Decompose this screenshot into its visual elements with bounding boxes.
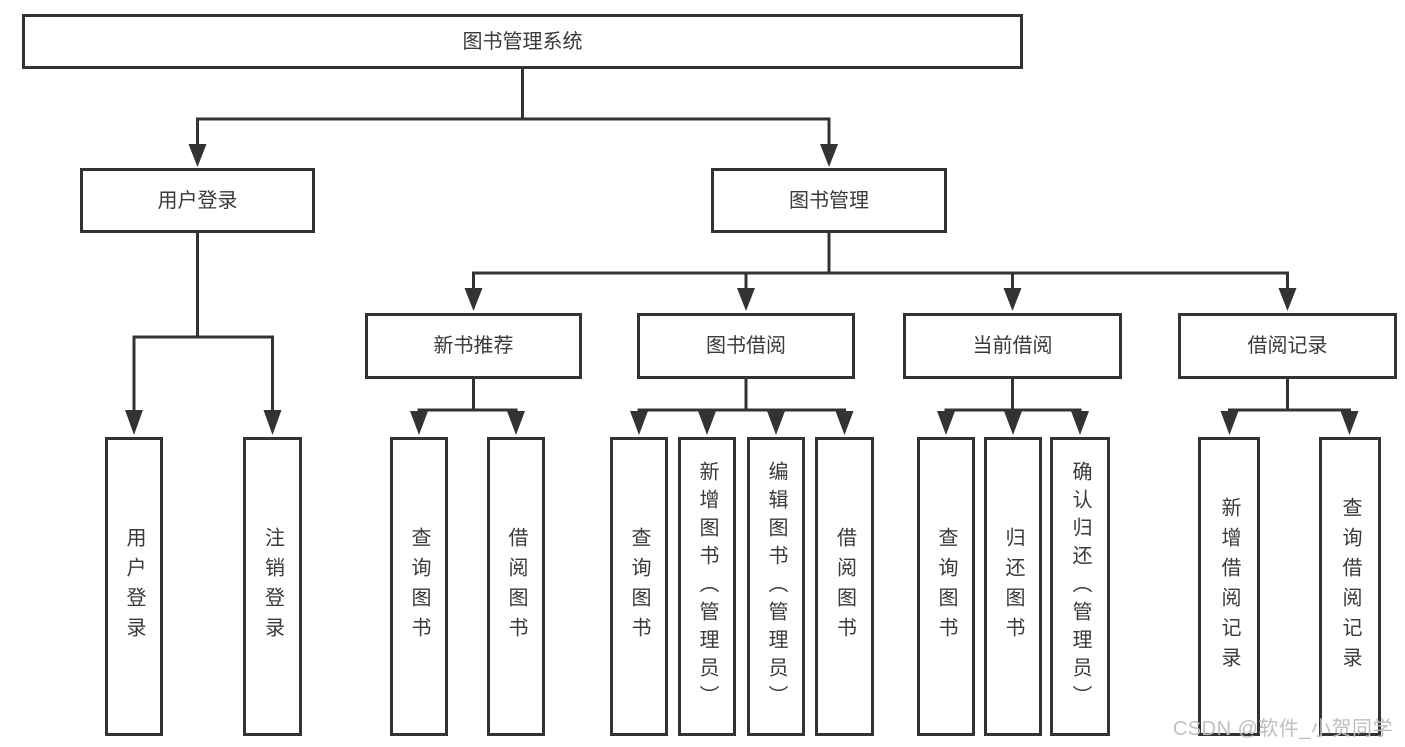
leaf-current-return-books: 归还图书 [984, 437, 1042, 736]
node-book-management: 图书管理 [711, 168, 947, 233]
node-book-borrowing: 图书借阅 [637, 313, 855, 379]
leaf-newbooks-borrow-books: 借阅图书 [487, 437, 545, 736]
node-borrowing-records: 借阅记录 [1178, 313, 1397, 379]
node-root-library-system: 图书管理系统 [22, 14, 1023, 69]
connector-root-to-level2 [188, 64, 838, 167]
connector-borrow-records-to-leaves [1220, 375, 1359, 435]
leaf-borrowing-edit-books-admin: 编辑图书（管理员） [747, 437, 805, 736]
leaf-logout: 注销登录 [243, 437, 302, 736]
leaf-borrowing-query-books: 查询图书 [610, 437, 668, 736]
leaf-user-login: 用户登录 [105, 437, 163, 736]
csdn-watermark: CSDN @软件_小贺同学 [1172, 718, 1393, 740]
connector-user-login-to-leaves [125, 228, 282, 435]
connector-book-borrow-to-leaves [630, 375, 854, 435]
node-new-book-recommend: 新书推荐 [365, 313, 582, 379]
leaf-current-query-books: 查询图书 [917, 437, 975, 736]
connector-book-mgmt-to-level3 [464, 228, 1297, 311]
connector-new-books-to-leaves [410, 375, 525, 435]
leaf-borrowing-add-books-admin: 新增图书（管理员） [678, 437, 736, 736]
leaf-borrowing-borrow-books: 借阅图书 [815, 437, 874, 736]
leaf-records-query-record: 查询借阅记录 [1319, 437, 1381, 736]
leaf-newbooks-query-books: 查询图书 [390, 437, 448, 736]
connector-current-borrow-to-leaves [937, 375, 1089, 435]
leaf-current-confirm-return-admin: 确认归还（管理员） [1050, 437, 1110, 736]
node-user-login: 用户登录 [80, 168, 315, 233]
node-current-borrowing: 当前借阅 [903, 313, 1122, 379]
leaf-records-add-record: 新增借阅记录 [1198, 437, 1260, 736]
